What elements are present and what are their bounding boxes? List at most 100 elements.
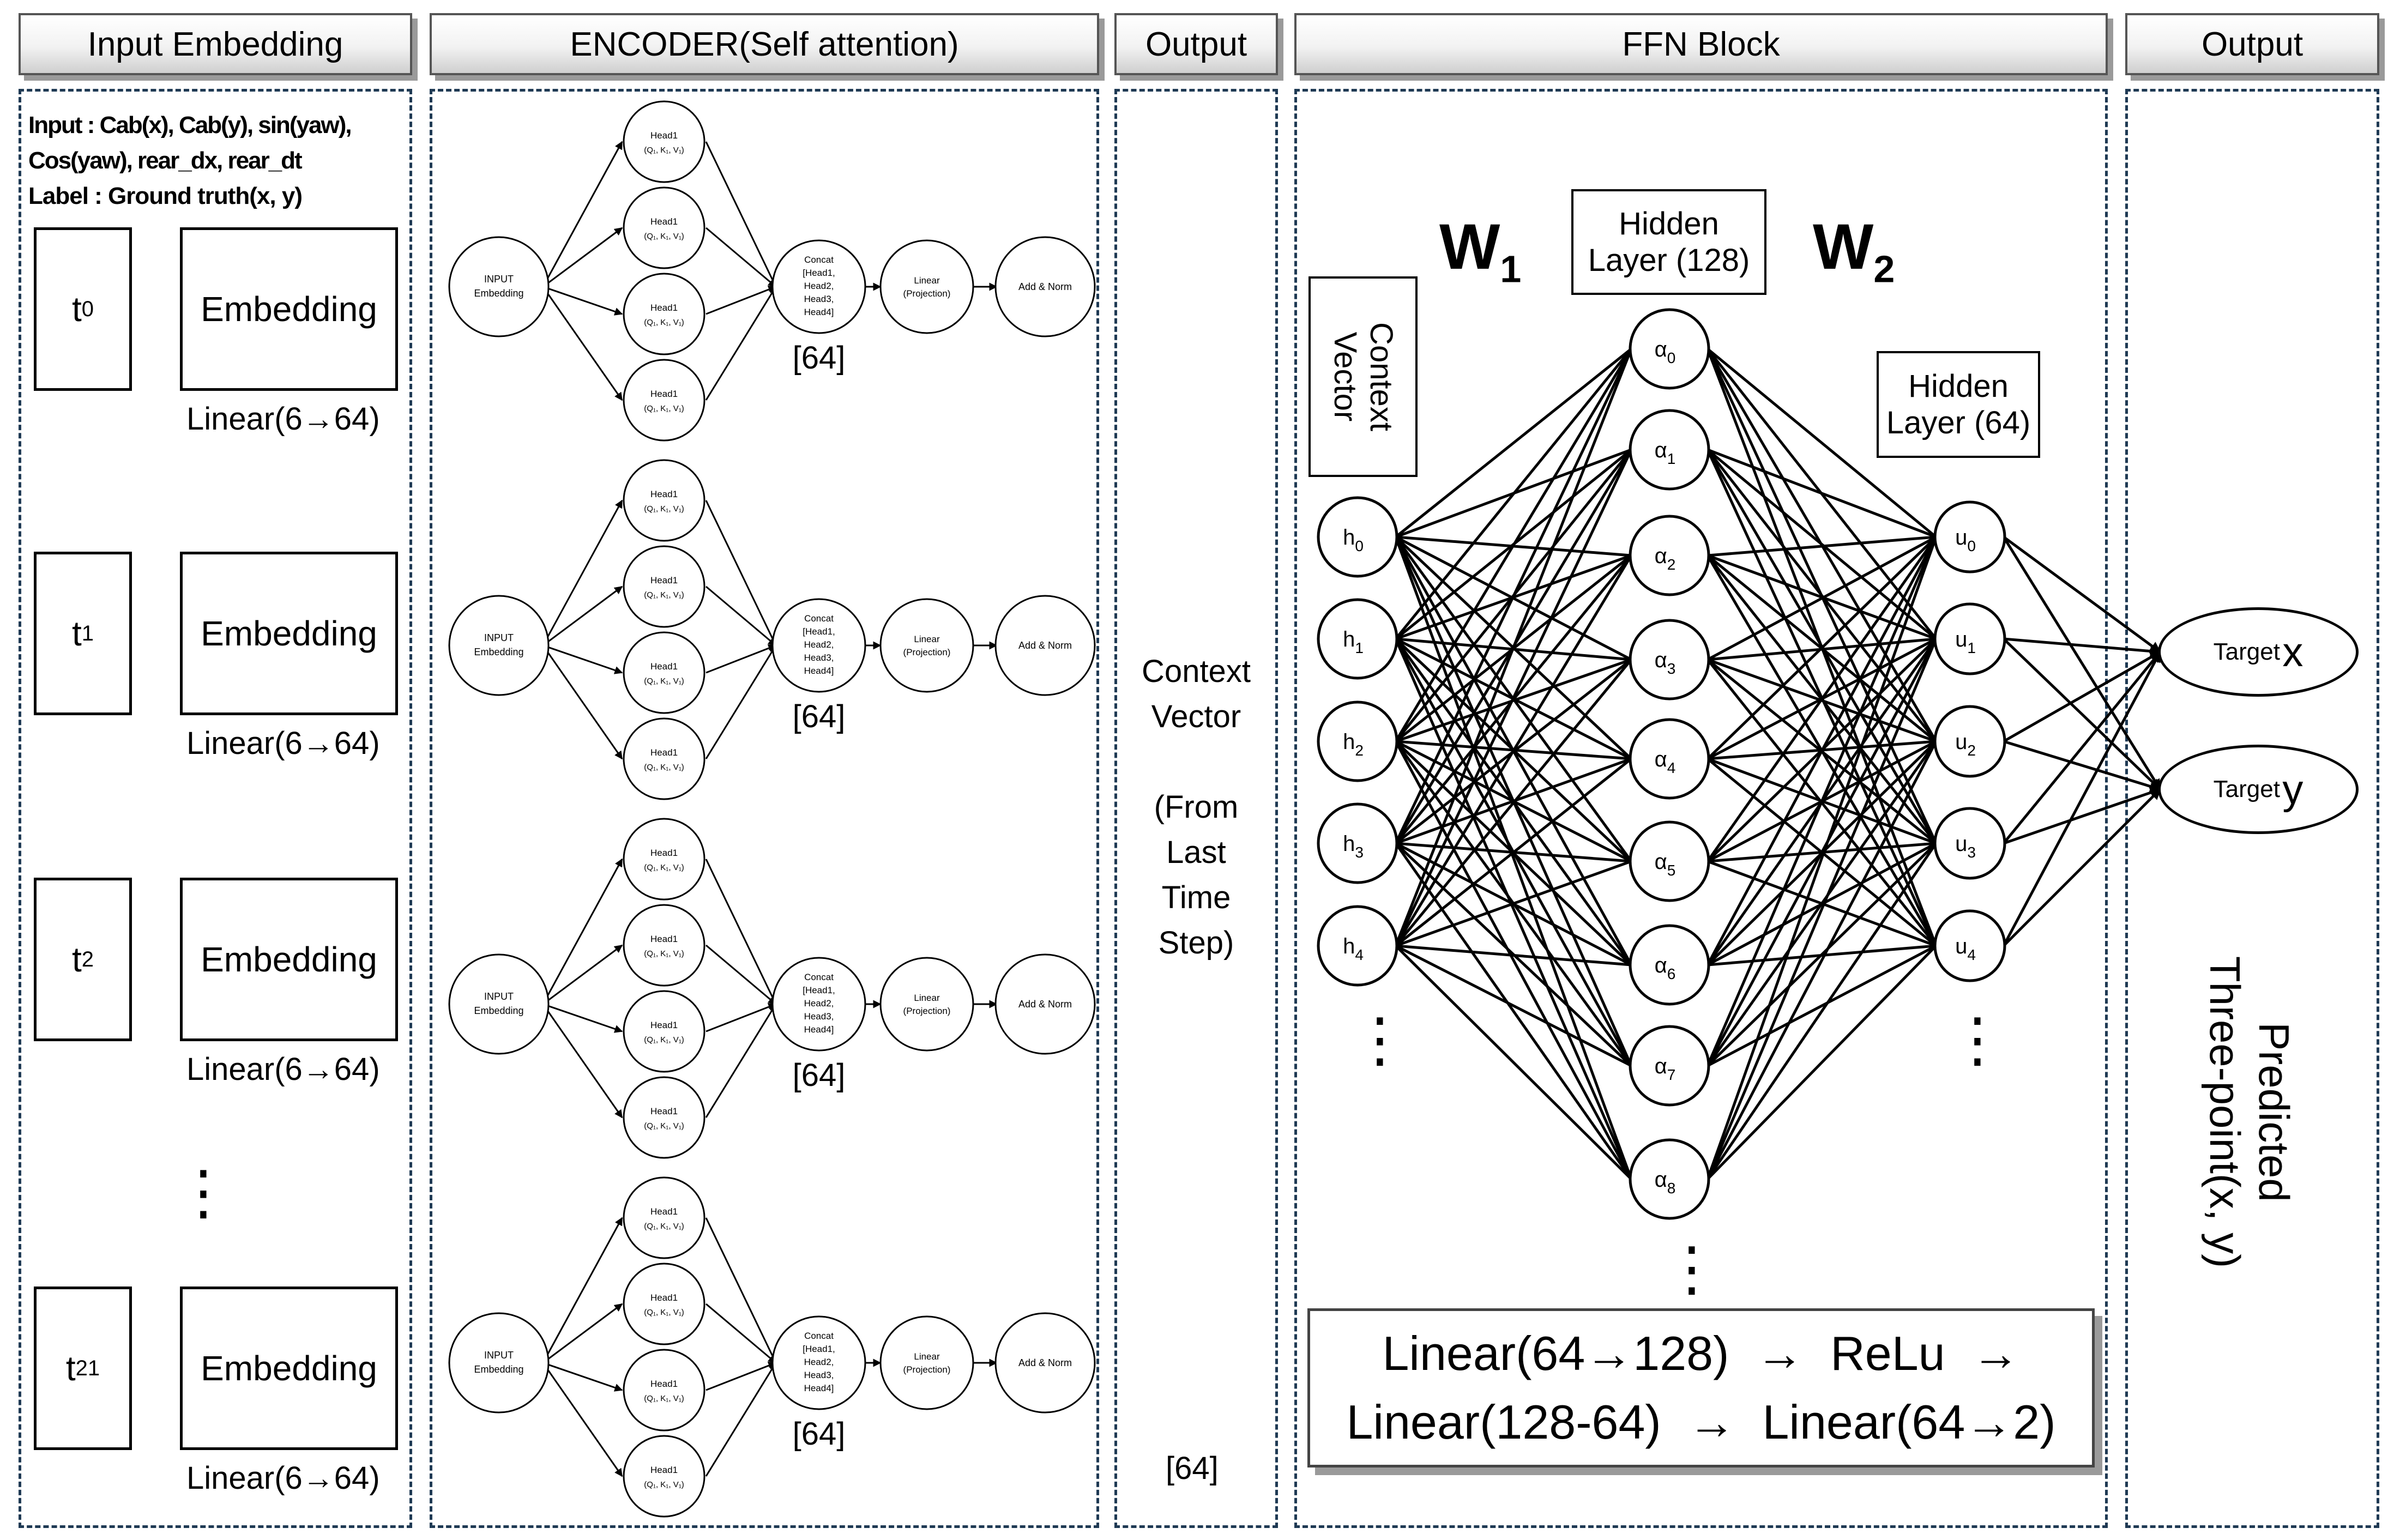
panel-output-context: [1114, 89, 1278, 1528]
linear-6-64-label: Linear(6→64): [186, 1460, 380, 1496]
target-y-node: Target y: [2158, 745, 2359, 834]
concat-node: [771, 1315, 866, 1410]
attention-head-node: [623, 1349, 705, 1432]
svg-text:[Head1,: [Head1,: [803, 626, 835, 637]
embedding-box: Embedding: [180, 227, 398, 391]
embedding-box: Embedding: [180, 878, 398, 1041]
header-encoder: ENCODER(Self attention): [430, 13, 1099, 75]
u-node: u3: [1933, 807, 2006, 880]
h-node: h4: [1317, 905, 1398, 987]
svg-text:(Q₁, K₁, V₁): (Q₁, K₁, V₁): [644, 1480, 684, 1489]
svg-text:Head1: Head1: [650, 575, 678, 585]
svg-text:(Q₁, K₁, V₁): (Q₁, K₁, V₁): [644, 949, 684, 958]
attention-head-node: [623, 818, 705, 901]
attention-head-node: [623, 631, 705, 714]
header-output-prediction: Output: [2125, 13, 2379, 75]
svg-text:Embedding: Embedding: [474, 647, 523, 657]
alpha-node: α3: [1629, 619, 1710, 700]
svg-text:Head1: Head1: [650, 489, 678, 499]
concat-node: [771, 957, 866, 1052]
svg-text:(Projection): (Projection): [903, 647, 951, 657]
svg-text:Head1: Head1: [650, 303, 678, 313]
svg-text:Head1: Head1: [650, 1293, 678, 1303]
encoder-input-node: [448, 1312, 550, 1414]
svg-text:(Projection): (Projection): [903, 288, 951, 299]
encoder-input-node: [448, 236, 550, 337]
svg-text:[Head1,: [Head1,: [803, 268, 835, 278]
svg-text:α5: α5: [1655, 850, 1676, 879]
svg-text:α4: α4: [1655, 747, 1676, 776]
svg-text:Concat: Concat: [804, 1331, 834, 1341]
svg-text:Head1: Head1: [650, 934, 678, 944]
ffn-connections: [1394, 348, 2162, 1180]
linear-projection-node: [879, 239, 974, 334]
h-node: h0: [1317, 496, 1398, 578]
attention-head-node: [623, 1263, 705, 1345]
svg-text:Head1: Head1: [650, 389, 678, 399]
svg-text:α1: α1: [1655, 438, 1676, 467]
svg-text:Add & Norm: Add & Norm: [1018, 1357, 1072, 1368]
svg-text:(Q₁, K₁, V₁): (Q₁, K₁, V₁): [644, 146, 684, 155]
svg-text:α0: α0: [1655, 337, 1676, 366]
panel-output-prediction: [2125, 89, 2379, 1528]
svg-text:(Q₁, K₁, V₁): (Q₁, K₁, V₁): [644, 404, 684, 413]
linear-projection-node: [879, 598, 974, 693]
svg-text:α3: α3: [1655, 648, 1676, 677]
svg-text:Head3,: Head3,: [804, 294, 834, 304]
u-nodes-ellipsis: ⋮: [1947, 1006, 2007, 1073]
svg-text:(Q₁, K₁, V₁): (Q₁, K₁, V₁): [644, 504, 684, 514]
svg-text:INPUT: INPUT: [484, 274, 514, 285]
ffn-formula-box: Linear(64→128) → ReLu → Linear(128-64) →…: [1307, 1308, 2095, 1467]
h-node: h2: [1317, 700, 1398, 782]
a-nodes-ellipsis: ⋮: [1662, 1235, 1722, 1302]
svg-text:Linear: Linear: [914, 634, 940, 644]
alpha-node: α7: [1629, 1025, 1710, 1107]
svg-text:Head1: Head1: [650, 1465, 678, 1475]
svg-text:(Q₁, K₁, V₁): (Q₁, K₁, V₁): [644, 677, 684, 686]
alpha-node: α6: [1629, 924, 1710, 1006]
svg-text:Add & Norm: Add & Norm: [1018, 640, 1072, 651]
svg-text:Head4]: Head4]: [804, 666, 834, 676]
panel-input-embedding: [19, 89, 412, 1528]
svg-text:h2: h2: [1343, 730, 1364, 759]
alpha-node: α1: [1629, 409, 1710, 491]
svg-text:(Q₁, K₁, V₁): (Q₁, K₁, V₁): [644, 1121, 684, 1131]
weight-w2-label: W2: [1813, 211, 1895, 291]
attention-head-node: [623, 186, 705, 269]
svg-text:(Q₁, K₁, V₁): (Q₁, K₁, V₁): [644, 318, 684, 327]
svg-text:Embedding: Embedding: [474, 288, 523, 299]
svg-text:(Q₁, K₁, V₁): (Q₁, K₁, V₁): [644, 1035, 684, 1044]
svg-text:Head2,: Head2,: [804, 1357, 834, 1367]
encoder-dim-label: [64]: [793, 340, 846, 376]
svg-text:(Q₁, K₁, V₁): (Q₁, K₁, V₁): [644, 763, 684, 772]
h-node: h1: [1317, 598, 1398, 680]
encoder-input-node: [448, 595, 550, 696]
svg-text:(Projection): (Projection): [903, 1006, 951, 1016]
context-dim-label: [64]: [1166, 1451, 1219, 1486]
svg-text:Head2,: Head2,: [804, 639, 834, 650]
svg-text:Head1: Head1: [650, 848, 678, 858]
svg-text:Head1: Head1: [650, 1206, 678, 1217]
svg-text:(Q₁, K₁, V₁): (Q₁, K₁, V₁): [644, 1394, 684, 1403]
label-ground-truth: Label : Ground truth(x, y): [28, 183, 303, 209]
input-features-line2: Cos(yaw), rear_dx, rear_dt: [28, 147, 303, 174]
svg-text:Head3,: Head3,: [804, 1370, 834, 1380]
attention-head-node: [623, 1076, 705, 1159]
svg-text:h4: h4: [1343, 934, 1364, 963]
svg-text:Head1: Head1: [650, 747, 678, 758]
u-node: u1: [1933, 602, 2006, 675]
svg-text:(Q₁, K₁, V₁): (Q₁, K₁, V₁): [644, 232, 684, 241]
svg-text:Head3,: Head3,: [804, 1011, 834, 1022]
svg-text:Head4]: Head4]: [804, 1383, 834, 1393]
svg-text:(Q₁, K₁, V₁): (Q₁, K₁, V₁): [644, 1222, 684, 1231]
linear-projection-node: [879, 1315, 974, 1410]
